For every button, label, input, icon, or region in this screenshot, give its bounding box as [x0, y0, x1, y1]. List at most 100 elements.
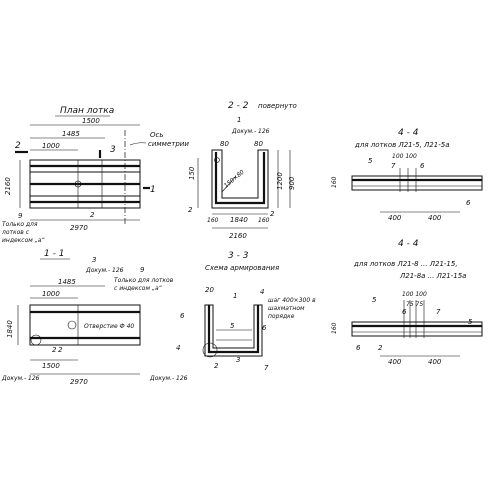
- sec44b-dim-400a: 400: [388, 358, 402, 366]
- sec11-pos-2: 2: [58, 346, 63, 354]
- plan-note-2: лотков с: [1, 229, 30, 236]
- plan-dim-2160: 2160: [4, 177, 12, 195]
- sec44a-dim-400a: 400: [388, 214, 402, 222]
- sec44b-title: 4 - 4: [398, 239, 419, 249]
- sec44a-pos-7: 7: [391, 162, 396, 170]
- sec44b-dim-left: 160: [331, 322, 338, 334]
- sec44b-subtitle-1: для лотков Л21-8 ... Л21-15,: [353, 260, 458, 268]
- axis-label: Ось: [150, 131, 163, 139]
- plan-marker-2: 2: [15, 141, 21, 151]
- sec11-dim-1000: 1000: [42, 290, 60, 298]
- sec33-pos-2: 2: [214, 362, 219, 370]
- sec22-title: 2 - 2: [228, 101, 249, 111]
- sec22-dim-160b: 160: [258, 217, 270, 224]
- sec44a-dims-top: 100 100: [392, 153, 417, 160]
- sec33-dim-7: 7: [264, 364, 269, 372]
- sec11-outline: [29, 304, 141, 346]
- sec33-subtitle: Схема армирования: [205, 264, 279, 272]
- sec11-title: 1 - 1: [44, 249, 64, 259]
- sec11-doc-left: Докум.- 126: [1, 375, 40, 382]
- sec11-dim-1485: 1485: [58, 278, 76, 286]
- sec11-note-1: Только для лотков: [114, 277, 174, 284]
- plan-dim-1000: 1000: [42, 142, 60, 150]
- plan-marker-3: 3: [110, 145, 116, 155]
- section-2-2: 2 - 2 повернуто 1 Докум.- 126 80 80 150×…: [188, 101, 297, 240]
- sec44b-pos-5: 5: [372, 296, 377, 304]
- sec22-angle: 150×80: [223, 169, 246, 190]
- section-4-4-a: 4 - 4 для лотков Л21-5, Л21-5а 100 100 5…: [331, 128, 483, 222]
- sec44b-subtitle-2: Л21-8а ... Л21-15а: [399, 272, 466, 280]
- section-1-1: 1 - 1 3 Докум.- 126 9 Только для лотков …: [1, 249, 174, 386]
- sec22-dim-900: 900: [288, 176, 296, 190]
- sec11-dim-side: 1840: [6, 320, 14, 338]
- sec22-dim-1200: 1200: [276, 172, 284, 190]
- sec44b-dims-top: 100 100: [402, 291, 427, 298]
- sec33-pos-6: 6: [180, 312, 185, 320]
- sec33-note-2: шахматном: [268, 305, 305, 312]
- sec11-note-2: с индексом „а“: [114, 285, 163, 292]
- sec33-pos-3: 3: [236, 356, 240, 364]
- sec33-note-1: шаг 400×300 в: [268, 297, 316, 304]
- sec33-u-profile: [204, 304, 263, 357]
- hole-icon: [67, 320, 77, 330]
- sec33-title: 3 - 3: [228, 251, 249, 261]
- sec44b-pos-6b: 6: [356, 344, 361, 352]
- sec22-subtitle: повернуто: [258, 102, 297, 110]
- sec22-pos-2b: 2: [270, 210, 275, 218]
- sec44b-slab: [351, 321, 483, 337]
- plan-dim-1485: 1485: [62, 130, 80, 138]
- sec33-pos-6b: 6: [262, 324, 267, 332]
- plan-dim-1500: 1500: [82, 117, 100, 125]
- sec44a-subtitle: для лотков Л21-5, Л21-5а: [354, 141, 450, 149]
- plan-note-3: индексом „а“: [2, 237, 45, 244]
- sec22-pos-2: 2: [188, 206, 193, 214]
- sec11-callout-doc: Докум.- 126: [85, 267, 124, 274]
- sec22-dim-80a: 80: [220, 140, 229, 148]
- sec11-pos-2b: 2: [52, 346, 57, 354]
- sec44b-pos-6: 6: [402, 308, 407, 316]
- sec44b-pos-7: 7: [436, 308, 441, 316]
- plan-marker-1: 1: [150, 185, 156, 195]
- sec44a-pos-6b: 6: [466, 199, 471, 207]
- sec33-pos-1: 1: [233, 292, 237, 300]
- sec11-callout-9: 9: [140, 266, 145, 274]
- plan-view: План лотка 1500 1485 1000 2 3 1 Ось симм…: [1, 106, 189, 244]
- sec22-u-profile: [211, 149, 269, 209]
- axis-label-2: симметрии: [148, 140, 189, 148]
- sec33-pos-4b: 4: [176, 344, 180, 352]
- sec44a-dim-400b: 400: [428, 214, 442, 222]
- sec22-dim-150: 150: [188, 166, 196, 180]
- sec22-callout-doc: Докум.- 126: [231, 128, 270, 135]
- plan-pos-9: 9: [18, 212, 23, 220]
- sec44b-dims-mid: 75 75: [406, 301, 423, 308]
- sec44a-title: 4 - 4: [398, 128, 419, 138]
- section-3-3: 3 - 3 Схема армирования 20 1 4 шаг 400×3…: [149, 251, 316, 382]
- sec33-pos-5: 5: [230, 322, 235, 330]
- sec44a-slab: [351, 175, 483, 191]
- sec11-callout-3: 3: [92, 256, 96, 264]
- sec11-dim-2970: 2970: [70, 378, 88, 386]
- sec44b-pos-5b: 5: [468, 318, 473, 326]
- plan-pos-2: 2: [90, 211, 95, 219]
- plan-dim-2970: 2970: [70, 224, 88, 232]
- sec33-pos-4: 4: [260, 288, 264, 296]
- plan-title: План лотка: [60, 106, 114, 116]
- sec33-note-3: порядке: [268, 313, 295, 320]
- sec22-dim-2160: 2160: [229, 232, 247, 240]
- sec22-callout-1: 1: [237, 116, 241, 124]
- sec33-pos-20: 20: [205, 286, 214, 294]
- sec22-dim-80b: 80: [254, 140, 263, 148]
- plan-note-1: Только для: [2, 221, 38, 228]
- sec44a-dim-left: 160: [331, 176, 338, 188]
- sec33-doc: Докум.- 126: [149, 375, 188, 382]
- sec22-dim-1840: 1840: [230, 216, 248, 224]
- sec44b-pos-2: 2: [378, 344, 383, 352]
- sec22-dim-160: 160: [207, 217, 219, 224]
- sec44a-pos-6: 6: [420, 162, 425, 170]
- sec44b-dim-400b: 400: [428, 358, 442, 366]
- sec11-dim-1500: 1500: [42, 362, 60, 370]
- sec11-hole: Отверстие Ф 40: [84, 323, 134, 330]
- section-4-4-b: 4 - 4 для лотков Л21-8 ... Л21-15, Л21-8…: [331, 239, 483, 366]
- sec44a-pos-5: 5: [368, 157, 373, 165]
